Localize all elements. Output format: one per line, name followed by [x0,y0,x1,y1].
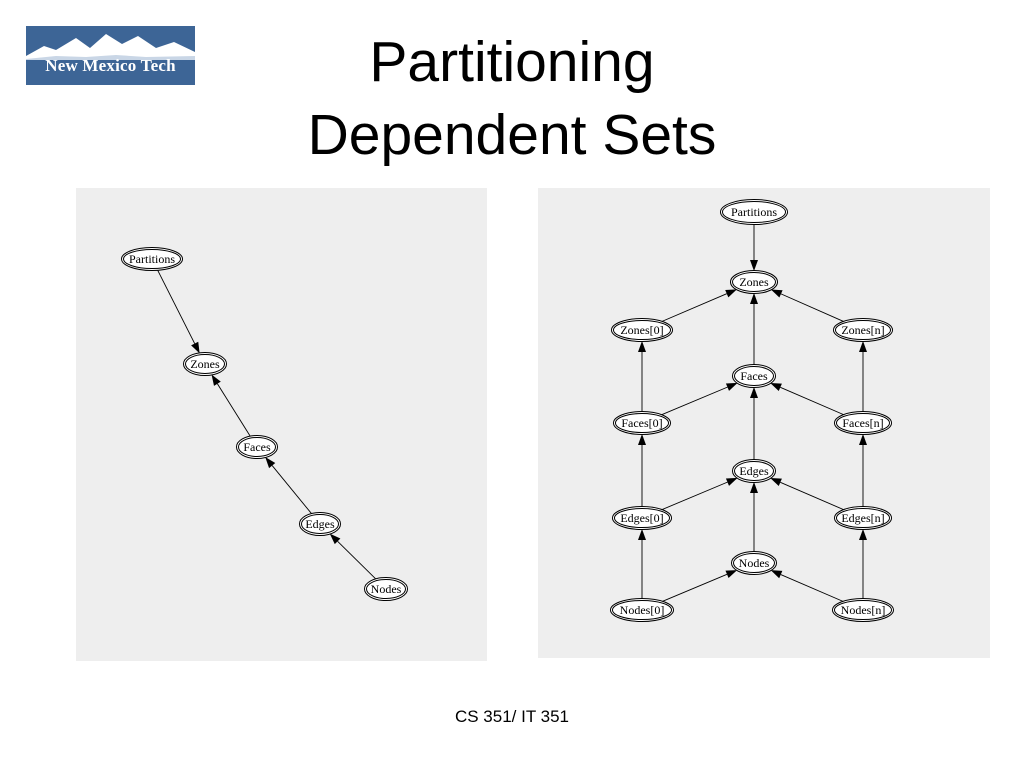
title-line-2: Dependent Sets [307,103,717,167]
node-label: Faces[n] [842,416,883,430]
node-label: Faces [740,369,768,383]
edge-zonesn-to-zones [770,289,845,323]
slide-footer: CS 351/ IT 351 [454,707,570,726]
edge-nodes0-to-nodes [661,570,738,603]
node-label: Zones [190,357,220,371]
edge-nodes0-to-edges0 [638,529,646,599]
edge-facesn-to-zonesn [859,341,867,412]
edge-faces0-to-zones0 [638,341,646,412]
node-faces0: Faces[0] [613,411,671,435]
logo-text: New Mexico Tech [45,56,176,75]
node-partitions: Partitions [121,247,183,271]
node-label: Partitions [129,252,175,266]
node-label: Edges[n] [841,511,884,525]
edge-partitions-to-zones [750,224,758,271]
node-label: Faces[0] [621,416,662,430]
node-edges: Edges [732,459,776,483]
node-label: Edges [739,464,769,478]
edge-partitions-to-zones [157,269,200,354]
slide-title: Partitioning Dependent Sets [200,26,824,172]
node-edges: Edges [299,512,341,536]
edge-faces0-to-faces [660,382,738,416]
node-label: Edges [305,517,335,531]
node-label: Partitions [731,205,777,219]
node-zones0: Zones[0] [611,318,673,342]
node-faces: Faces [236,435,278,459]
node-label: Zones[n] [841,323,884,337]
node-facesn: Faces[n] [834,411,892,435]
node-edgesn: Edges[n] [834,506,892,530]
node-nodesn: Nodes[n] [832,598,894,622]
edge-facesn-to-faces [770,382,845,416]
node-nodes0: Nodes[0] [610,598,674,622]
edge-edges0-to-edges [661,477,738,511]
node-zones: Zones [730,270,778,294]
edge-edges-to-faces [750,387,758,460]
node-nodes: Nodes [731,551,777,575]
edge-edges0-to-faces0 [638,434,646,507]
edge-nodesn-to-nodes [770,570,844,603]
edge-edgesn-to-facesn [859,434,867,507]
title-line-1: Partitioning [369,30,655,94]
node-label: Nodes [371,582,402,596]
edge-nodesn-to-edgesn [859,529,867,599]
edge-faces-to-zones [750,293,758,365]
node-label: Nodes[0] [620,603,665,617]
node-zonesn: Zones[n] [833,318,893,342]
edge-nodes-to-edges [750,482,758,552]
node-faces: Faces [732,364,776,388]
node-label: Faces [243,440,271,454]
node-zones: Zones [183,352,227,376]
node-label: Nodes [739,556,770,570]
node-edges0: Edges[0] [612,506,672,530]
node-label: Nodes[n] [841,603,886,617]
mountain-logo-icon [26,26,195,85]
node-label: Zones[0] [620,323,663,337]
edge-edges-to-faces [265,457,313,515]
edge-zones0-to-zones [661,289,737,323]
edge-edgesn-to-edges [770,477,845,511]
node-label: Edges[0] [620,511,663,525]
edge-faces-to-zones [211,374,251,437]
edge-nodes-to-edges [329,533,377,580]
new-mexico-tech-logo: New Mexico Tech [26,26,195,85]
node-partitions: Partitions [720,199,788,225]
node-nodes: Nodes [364,577,408,601]
node-label: Zones [739,275,769,289]
